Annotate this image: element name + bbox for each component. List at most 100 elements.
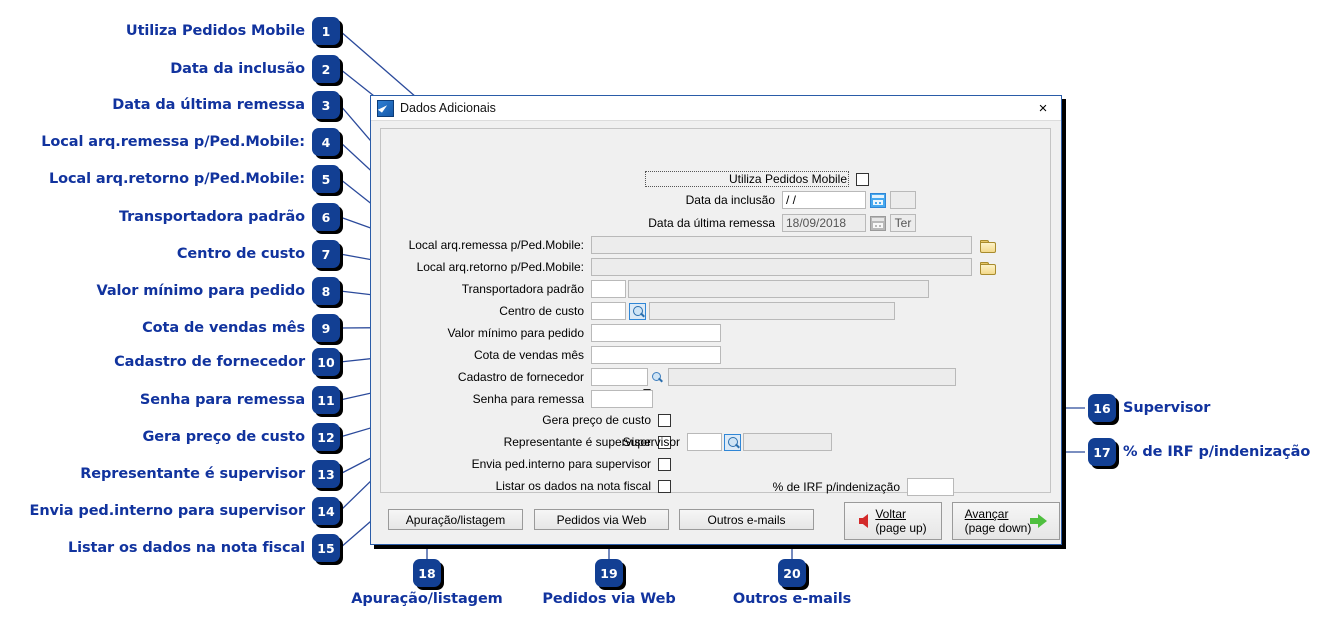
- valor-minimo-label: Valor mínimo para pedido: [447, 326, 584, 340]
- calendar-icon-ultima-remessa: [870, 215, 886, 231]
- data-ultima-remessa-label: Data da última remessa: [648, 216, 775, 230]
- local-remessa-input[interactable]: [591, 236, 972, 254]
- local-retorno-input[interactable]: [591, 258, 972, 276]
- callout-4-badge: 4: [312, 128, 340, 156]
- callout-10: Cadastro de fornecedor 10: [0, 348, 340, 376]
- callout-5: Local arq.retorno p/Ped.Mobile: 5: [0, 165, 340, 193]
- callout-19-label: Pedidos via Web: [542, 591, 676, 607]
- callout-7: Centro de custo 7: [0, 240, 340, 268]
- cadastro-fornecedor-code-input[interactable]: [591, 368, 648, 386]
- voltar-shortcut: (page up): [875, 521, 927, 535]
- callout-17-badge: 17: [1088, 438, 1116, 466]
- callout-3-label: Data da última remessa: [112, 96, 305, 113]
- callout-3: Data da última remessa 3: [0, 91, 340, 119]
- callout-11-badge: 11: [312, 386, 340, 414]
- centro-custo-desc-display: [649, 302, 895, 320]
- cota-vendas-label: Cota de vendas mês: [473, 348, 584, 362]
- data-inclusao-label: Data da inclusão: [685, 193, 775, 207]
- callout-11-label: Senha para remessa: [139, 391, 305, 408]
- avancar-button[interactable]: Avançar (page down): [952, 502, 1060, 540]
- supervisor-label: Supervisor: [622, 435, 680, 449]
- callout-12-label: Gera preço de custo: [142, 428, 306, 445]
- representante-supervisor-label: Representante é supervisor: [503, 435, 651, 449]
- callout-10-badge: 10: [312, 348, 340, 376]
- supervisor-code-input[interactable]: [687, 433, 722, 451]
- callout-5-label: Local arq.retorno p/Ped.Mobile:: [48, 170, 305, 187]
- transportadora-label: Transportadora padrão: [461, 282, 584, 296]
- callout-18-label: Apuração/listagem: [351, 591, 503, 607]
- voltar-button[interactable]: Voltar (page up): [844, 502, 942, 540]
- local-remessa-label: Local arq.remessa p/Ped.Mobile:: [408, 238, 584, 252]
- dialog-titlebar[interactable]: Dados Adicionais ×: [371, 96, 1061, 121]
- callout-15-label: Listar os dados na nota fiscal: [67, 539, 305, 556]
- app-arrow-icon: [377, 99, 394, 117]
- local-retorno-label: Local arq.retorno p/Ped.Mobile:: [416, 260, 584, 274]
- callout-1-badge: 1: [312, 17, 340, 45]
- calendar-icon-inclusao[interactable]: [870, 192, 886, 208]
- callout-6: Transportadora padrão 6: [0, 203, 340, 231]
- data-inclusao-weekday: [890, 191, 916, 209]
- callout-6-badge: 6: [312, 203, 340, 231]
- representante-supervisor-checkbox[interactable]: [658, 435, 671, 449]
- callout-3-badge: 3: [312, 91, 340, 119]
- callout-13-badge: 13: [312, 460, 340, 488]
- callout-16-label: Supervisor: [1123, 399, 1211, 416]
- irf-input[interactable]: [907, 478, 954, 496]
- envia-ped-interno-label: Envia ped.interno para supervisor: [471, 457, 651, 471]
- senha-remessa-input[interactable]: [591, 390, 653, 408]
- callout-2-label: Data da inclusão: [170, 60, 305, 77]
- callout-7-label: Centro de custo: [176, 245, 305, 262]
- callout-2-badge: 2: [312, 55, 340, 83]
- utiliza-pedidos-mobile-checkbox[interactable]: [856, 172, 869, 186]
- gera-preco-custo-checkbox[interactable]: [658, 413, 671, 427]
- callout-1: Utiliza Pedidos Mobile 1: [0, 17, 340, 45]
- outros-emails-label: Outros e-mails: [707, 512, 786, 527]
- callout-18-badge: 18: [413, 559, 441, 587]
- dialog-client-area: Utiliza Pedidos Mobile Data da inclusão …: [371, 121, 1061, 546]
- centro-custo-code-input[interactable]: [591, 302, 626, 320]
- listar-dados-nf-checkbox[interactable]: [658, 479, 671, 493]
- callout-14-label: Envia ped.interno para supervisor: [29, 502, 306, 519]
- callout-14-badge: 14: [312, 497, 340, 525]
- callout-5-badge: 5: [312, 165, 340, 193]
- search-icon-centro-custo[interactable]: [629, 302, 646, 320]
- listar-dados-nf-label: Listar os dados na nota fiscal: [495, 479, 651, 493]
- transportadora-code-input[interactable]: [591, 280, 626, 298]
- callout-9-label: Cota de vendas mês: [142, 319, 305, 336]
- field-row-utiliza-pedidos-mobile: Utiliza Pedidos Mobile: [380, 171, 980, 187]
- avancar-label: Avançar: [964, 507, 1009, 521]
- callout-13: Representante é supervisor 13: [0, 460, 340, 488]
- callout-20-label: Outros e-mails: [732, 591, 852, 607]
- arrow-right-icon: [1030, 514, 1048, 528]
- close-icon[interactable]: ×: [1038, 99, 1048, 117]
- callout-6-label: Transportadora padrão: [118, 208, 305, 225]
- irf-label: % de IRF p/indenização: [772, 480, 900, 494]
- folder-icon-retorno[interactable]: [980, 261, 996, 275]
- outros-emails-button[interactable]: Outros e-mails: [679, 509, 814, 530]
- apuracao-listagem-button[interactable]: Apuração/listagem: [388, 509, 523, 530]
- cota-vendas-input[interactable]: [591, 346, 721, 364]
- callout-7-badge: 7: [312, 240, 340, 268]
- data-ultima-remessa-input[interactable]: 18/09/2018: [782, 214, 866, 232]
- cadastro-fornecedor-label: Cadastro de fornecedor: [457, 370, 584, 384]
- supervisor-desc-display: [743, 433, 832, 451]
- voltar-label: Voltar: [875, 507, 906, 521]
- arrow-left-icon: [859, 514, 869, 528]
- pedidos-via-web-button[interactable]: Pedidos via Web: [534, 509, 669, 530]
- callout-8-label: Valor mínimo para pedido: [96, 282, 306, 299]
- data-ultima-remessa-weekday: Ter: [890, 214, 916, 232]
- search-icon-supervisor[interactable]: [724, 433, 741, 451]
- callout-8: Valor mínimo para pedido 8: [0, 277, 340, 305]
- avancar-shortcut: (page down): [964, 521, 1032, 535]
- dados-adicionais-dialog: Dados Adicionais × Utiliza Pedidos Mobil…: [370, 95, 1062, 545]
- callout-14: Envia ped.interno para supervisor 14: [0, 497, 340, 525]
- folder-icon-remessa[interactable]: [980, 239, 996, 253]
- callout-12: Gera preço de custo 12: [0, 423, 340, 451]
- utiliza-pedidos-mobile-label: Utiliza Pedidos Mobile: [645, 171, 849, 187]
- search-icon-cadastro-fornecedor[interactable]: [651, 371, 664, 384]
- valor-minimo-input[interactable]: [591, 324, 721, 342]
- envia-ped-interno-checkbox[interactable]: [658, 457, 671, 471]
- callout-13-label: Representante é supervisor: [80, 465, 305, 482]
- data-inclusao-input[interactable]: / /: [782, 191, 866, 209]
